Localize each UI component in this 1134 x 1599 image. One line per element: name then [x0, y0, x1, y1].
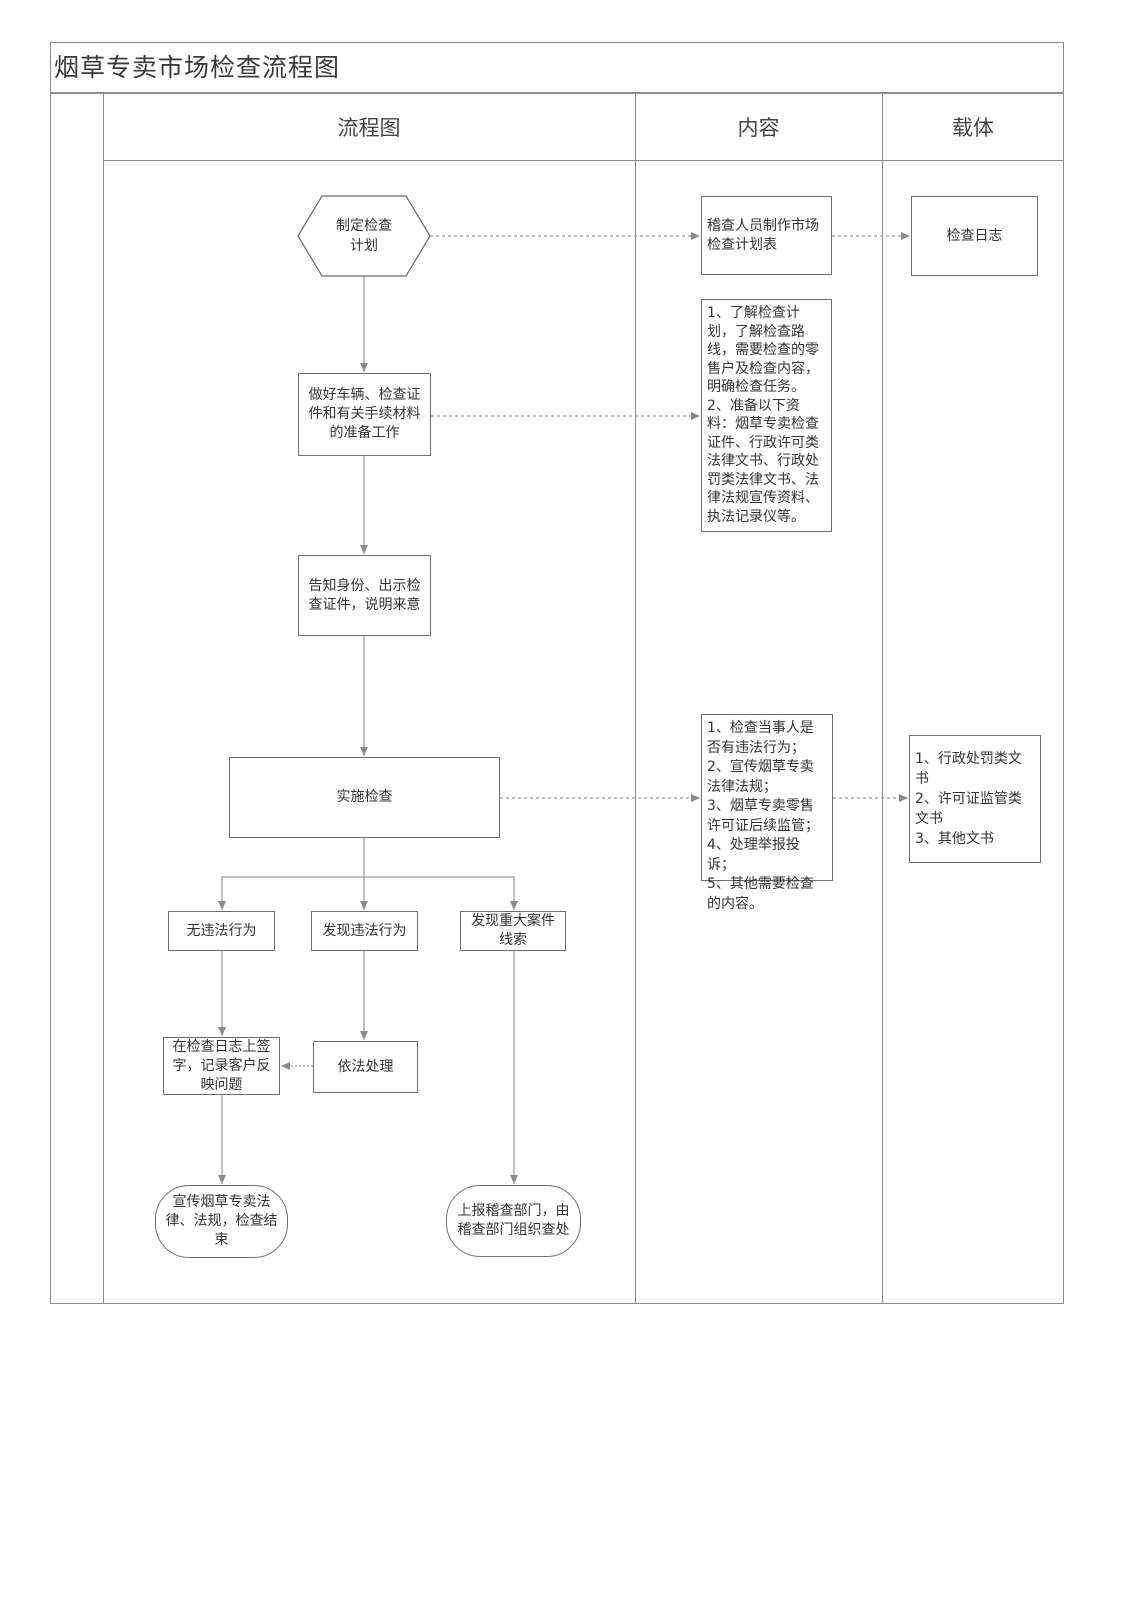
carrier-docs: 1、行政处罚类文书 2、许可证监管类文书 3、其他文书 — [909, 735, 1041, 863]
node-sign-log: 在检查日志上签字，记录客户反映问题 — [163, 1037, 280, 1095]
flow-content-divider — [635, 94, 637, 1304]
node-major-case: 发现重大案件线索 — [460, 911, 566, 951]
carrier-log-text: 检查日志 — [946, 227, 1003, 244]
content-prep-details-text: 1、了解检查计划，了解检查路线，需要检查的零售户及检查内容，明确检查任务。 2、… — [707, 305, 819, 525]
node-handle-label: 依法处理 — [337, 1058, 394, 1075]
node-inspect-label: 实施检查 — [336, 789, 393, 805]
node-identify: 告知身份、出示检查证件，说明来意 — [298, 555, 431, 636]
carrier-log: 检查日志 — [911, 196, 1038, 276]
node-publicize-end: 宣传烟草专卖法律、法规，检查结束 — [155, 1185, 288, 1258]
node-violation: 发现违法行为 — [311, 911, 418, 951]
left-margin-divider — [103, 94, 105, 1304]
page-title: 烟草专卖市场检查流程图 — [54, 53, 341, 82]
title-row — [50, 42, 1064, 94]
header-divider — [103, 160, 1064, 162]
node-identify-label: 告知身份、出示检查证件，说明来意 — [308, 577, 421, 613]
carrier-docs-text: 1、行政处罚类文书 2、许可证监管类文书 3、其他文书 — [915, 751, 1022, 847]
node-prepare-label: 做好车辆、检查证件和有关手续材料的准备工作 — [308, 387, 421, 441]
node-no-violation-label: 无违法行为 — [186, 922, 257, 939]
content-plan-table: 稽查人员制作市场检查计划表 — [701, 196, 832, 275]
node-report-label: 上报稽查部门，由稽查部门组织查处 — [457, 1203, 570, 1238]
node-report: 上报稽查部门，由稽查部门组织查处 — [446, 1185, 581, 1257]
node-publicize-end-label: 宣传烟草专卖法律、法规，检查结束 — [165, 1194, 278, 1248]
node-plan: 制定检查 计划 — [322, 216, 406, 256]
plan-hexagon — [297, 195, 431, 277]
content-plan-table-text: 稽查人员制作市场检查计划表 — [707, 217, 819, 253]
content-inspect-items: 1、检查当事人是否有违法行为； 2、宣传烟草专卖法律法规； 3、烟草专卖零售许可… — [701, 714, 833, 912]
node-major-case-label: 发现重大案件线索 — [471, 913, 555, 948]
node-prepare: 做好车辆、检查证件和有关手续材料的准备工作 — [298, 373, 431, 456]
column-header-content: 内容 — [737, 116, 780, 140]
column-header-carrier: 载体 — [952, 116, 994, 140]
content-inspect-items-text: 1、检查当事人是否有违法行为； 2、宣传烟草专卖法律法规； 3、烟草专卖零售许可… — [707, 720, 819, 912]
diagram-frame — [50, 42, 1064, 1304]
node-inspect: 实施检查 — [229, 757, 500, 838]
node-handle: 依法处理 — [313, 1041, 418, 1093]
node-violation-label: 发现违法行为 — [322, 922, 407, 939]
content-prep-details: 1、了解检查计划，了解检查路线，需要检查的零售户及检查内容，明确检查任务。 2、… — [701, 299, 832, 532]
node-sign-log-label: 在检查日志上签字，记录客户反映问题 — [172, 1038, 271, 1093]
content-carrier-divider — [882, 94, 884, 1304]
column-header-flow: 流程图 — [337, 116, 401, 140]
node-plan-label: 制定检查 计划 — [336, 218, 392, 254]
node-no-violation: 无违法行为 — [168, 911, 275, 951]
